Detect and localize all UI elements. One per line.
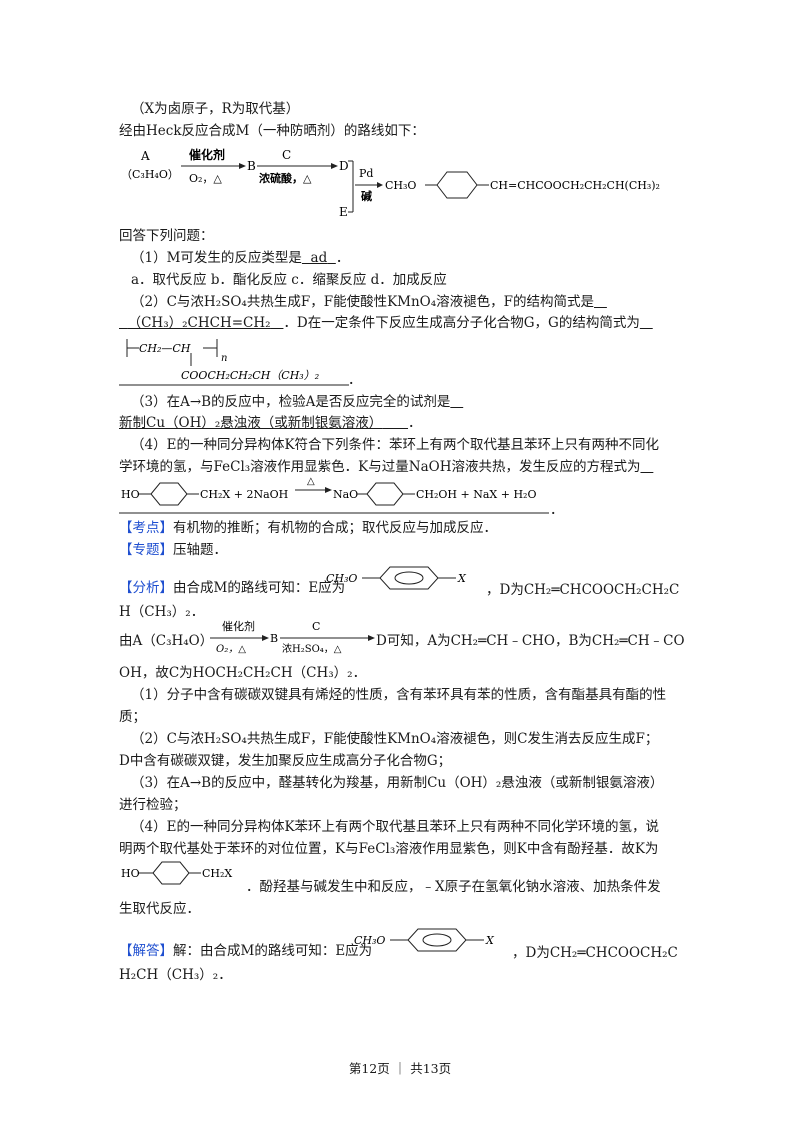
q4-equation: HO CH₂X + 2NaOH △ NaO CH₂OH + NaX + H₂O <box>119 476 549 514</box>
scheme-e: E <box>339 205 348 219</box>
q4-question-1: （4）E的一种同分异构体K符合下列条件：苯环上有两个取代基且苯环上只有两种不同化 <box>131 437 660 453</box>
analysis-arrow-scheme: 催化剂 O₂，△ B C 浓H₂SO₄，△ <box>210 619 375 655</box>
analysis-12: 明两个取代基处于苯环的对位位置，K与FeCl₃溶液作用显紫色，则K中含有酚羟基．… <box>119 841 659 857</box>
eq-reactants: CH₂X + 2NaOH <box>200 488 288 501</box>
scheme-catalyst: 催化剂 <box>189 147 225 162</box>
line-note: （X为卤原子，R为取代基） <box>131 101 300 117</box>
q3-question: （3）在A→B的反应中，检验A是否反应完全的试剂是 <box>131 394 451 410</box>
scheme-cond1: O₂，△ <box>189 172 222 185</box>
q3-answer: 新制Cu（OH）₂悬浊液（或新制银氨溶液） ． <box>119 415 422 431</box>
q4-question-2: 学环境的氢，与FeCl₃溶液作用显紫色．K与过量NaOH溶液共热，发生反应的方程… <box>119 459 641 475</box>
svg-text:X: X <box>457 572 467 585</box>
analysis-9: （3）在A→B的反应中，醛基转化为羧基，用新制Cu（OH）₂悬浊液（或新制银氨溶… <box>131 775 664 791</box>
scheme-d: D <box>339 159 349 173</box>
eq-nao: NaO <box>333 488 358 501</box>
polymer-chain: CH₂—CH <box>139 342 191 355</box>
analysis-8: D中含有碳碳双键，发生加聚反应生成高分子化合物G； <box>119 753 452 769</box>
q2-answer-f: （CH₃）₂CHCH=CH₂ <box>127 315 271 331</box>
svg-text:CH₃O: CH₃O <box>354 934 385 947</box>
analysis-13: ．酚羟基与碱发生中和反应，﹣X原子在氢氧化钠水溶液、加热条件发 <box>246 879 661 895</box>
scheme-m-left: CH₃O <box>385 179 416 192</box>
scheme-m-right: CH=CHCOOCH₂CH₂CH(CH₃)₂ <box>490 179 660 192</box>
analysis-5: （1）分子中含有碳碳双键具有烯烃的性质，含有苯环具有苯的性质，含有酯基具有酯的性 <box>131 687 667 703</box>
svg-text:HO: HO <box>121 867 140 880</box>
q1-stem: （1）M可发生的反应类型是 <box>131 250 302 266</box>
benzene-ring-eq2 <box>366 482 404 506</box>
benzene-ring-eq1 <box>150 482 188 506</box>
analysis-11: （4）E的一种同分异构体K苯环上有两个取代基且苯环上只有两种不同化学环境的氢，说 <box>131 819 660 835</box>
analysis-14: 生取代反应． <box>119 901 200 917</box>
svg-text:CH₂X: CH₂X <box>202 867 232 880</box>
e-structure-2: CH₃O X <box>354 928 495 952</box>
zhuanti: 【专题】压轴题． <box>119 542 227 558</box>
analysis-2: H（CH₃）₂． <box>119 604 205 620</box>
solution-1b: ，D为CH₂═CHCOOCH₂C <box>512 945 678 961</box>
k-structure: HO CH₂X <box>121 861 232 885</box>
scheme-c: C <box>282 148 291 162</box>
kaodian: 【考点】有机物的推断；有机物的合成；取代反应与加成反应． <box>119 520 497 536</box>
solution-1: 【解答】解：由合成M的路线可知：E应为 <box>119 943 373 959</box>
polymer-side-chain: COOCH₂CH₂CH（CH₃）₂ <box>181 369 319 382</box>
e-structure-1: CH₃O X <box>326 566 467 590</box>
q1-answer: ad <box>310 250 328 266</box>
q2-answer-line: （CH₃）₂CHCH=CH₂ ．D在一定条件下反应生成高分子化合物G，G的结构简… <box>119 313 653 333</box>
page-footer: 第12页 ｜ 共13页 <box>348 1061 452 1076</box>
svg-text:O₂，△: O₂，△ <box>216 644 246 655</box>
analysis-1b: ，D为CH₂═CHCOOCH₂CH₂C <box>486 582 680 598</box>
scheme-base: 碱 <box>361 189 372 203</box>
svg-text:催化剂: 催化剂 <box>222 619 255 633</box>
eq-ho: HO <box>121 488 140 501</box>
scheme-a: A <box>140 149 150 163</box>
svg-text:X: X <box>485 934 495 947</box>
eq-delta: △ <box>307 476 315 487</box>
synthesis-scheme: A （C₃H₄O） 催化剂 O₂，△ B C 浓硫酸，△ D E Pd 碱 CH… <box>121 147 660 219</box>
eq-products: CH₂OH + NaX + H₂O <box>416 488 536 501</box>
svg-text:浓H₂SO₄，△: 浓H₂SO₄，△ <box>282 643 342 655</box>
line-route-intro: 经由Heck反应合成M（一种防晒剂）的路线如下： <box>119 123 425 139</box>
analysis-1: 【分析】由合成M的路线可知：E应为 <box>119 580 346 596</box>
scheme-b: B <box>247 159 256 173</box>
polymer-g-structure: CH₂—CH n COOCH₂CH₂CH（CH₃）₂ <box>119 339 349 386</box>
q1-options: a．取代反应 b．酯化反应 c．缩聚反应 d．加成反应 <box>131 272 447 288</box>
analysis-3b: D可知，A为CH₂═CH﹣CHO，B为CH₂═CH﹣CO <box>376 633 685 649</box>
svg-text:C: C <box>312 620 320 633</box>
benzene-ring-m <box>436 171 478 199</box>
analysis-6: 质； <box>119 709 146 725</box>
svg-text:B: B <box>270 632 278 645</box>
q1-question: （1）M可发生的反应类型是 ad ． <box>131 250 350 266</box>
polymer-n: n <box>221 353 227 364</box>
scheme-pd: Pd <box>359 167 373 180</box>
svg-text:CH₃O: CH₃O <box>326 572 357 585</box>
line-answer-intro: 回答下列问题： <box>119 228 214 244</box>
analysis-10: 进行检验； <box>119 797 187 813</box>
scheme-a-formula: （C₃H₄O） <box>121 168 179 181</box>
analysis-4: OH，故C为HOCH₂CH₂CH（CH₃）₂． <box>119 665 367 681</box>
q2-question: （2）C与浓H₂SO₄共热生成F，F能使酸性KMnO₄溶液褪色，F的结构简式是 <box>131 294 595 310</box>
analysis-3a: 由A（C₃H₄O） <box>119 633 214 649</box>
solution-2: H₂CH（CH₃）₂． <box>119 967 232 983</box>
analysis-7: （2）C与浓H₂SO₄共热生成F，F能使酸性KMnO₄溶液褪色，则C发生消去反应… <box>131 731 659 747</box>
scheme-cond2: 浓硫酸，△ <box>259 171 312 185</box>
